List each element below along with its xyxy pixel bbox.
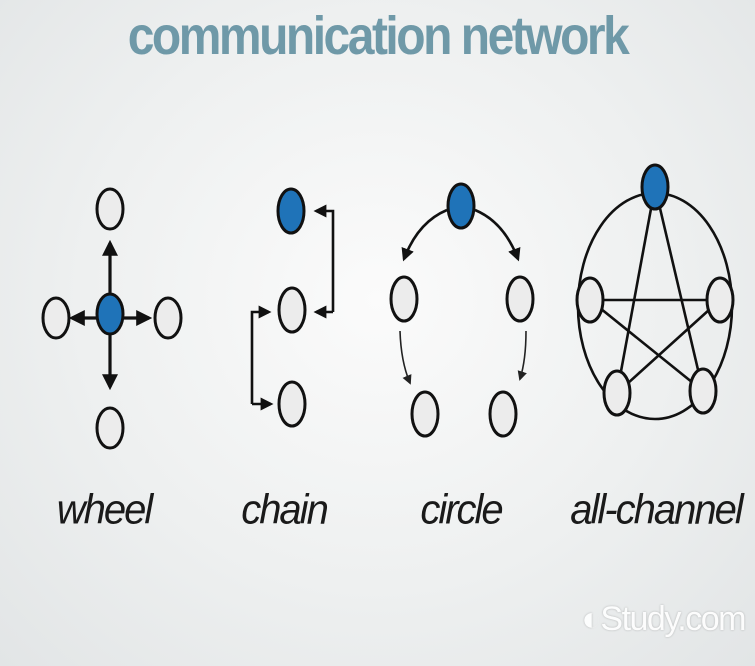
circle-node-top [446, 182, 476, 230]
watermark-text: Study.com [600, 600, 746, 638]
all-channel-network [575, 163, 735, 421]
study-logo-icon: ◐ [581, 600, 602, 638]
wheel-node-center [95, 292, 125, 336]
chain-node-bottom [277, 380, 307, 428]
circle-edge-right-down [517, 330, 527, 381]
all-channel-label: all-channel [570, 486, 743, 534]
circle-node-bottom-left [410, 390, 440, 438]
all-channel-node-left [575, 276, 605, 324]
all-channel-edge-top-bl [615, 186, 657, 394]
wheel-network [41, 187, 183, 450]
circle-node-right [505, 275, 535, 323]
study-watermark: ◐Study.com [581, 600, 746, 639]
diagram-title: communication network [127, 7, 630, 67]
chain-node-middle [277, 286, 307, 334]
all-channel-edge-top-br [653, 186, 705, 392]
wheel-node-bottom [95, 406, 125, 450]
all-channel-edge-r-bl [616, 299, 721, 394]
wheel-node-right [153, 296, 183, 340]
chain-network [250, 187, 335, 428]
circle-network [389, 182, 535, 438]
chain-label: chain [241, 486, 329, 534]
wheel-label: wheel [56, 486, 154, 534]
circle-edge-top-right [474, 208, 521, 262]
all-channel-node-bottom-left [602, 369, 632, 417]
circle-node-left [389, 275, 419, 323]
wheel-node-left [41, 296, 71, 340]
chain-edge-to-middle-left [250, 305, 272, 404]
circle-edge-top-left [401, 208, 448, 262]
all-channel-node-right [705, 276, 735, 324]
all-channel-node-top [640, 163, 670, 211]
chain-node-top [276, 187, 306, 235]
circle-edge-left-down [399, 330, 412, 385]
all-channel-node-bottom-right [688, 367, 718, 415]
chain-edge-middle-to-top [313, 204, 335, 312]
circle-node-bottom-right [488, 390, 518, 438]
wheel-node-top [95, 187, 125, 231]
all-channel-edge-l-br [589, 298, 704, 393]
circle-label: circle [420, 486, 503, 534]
